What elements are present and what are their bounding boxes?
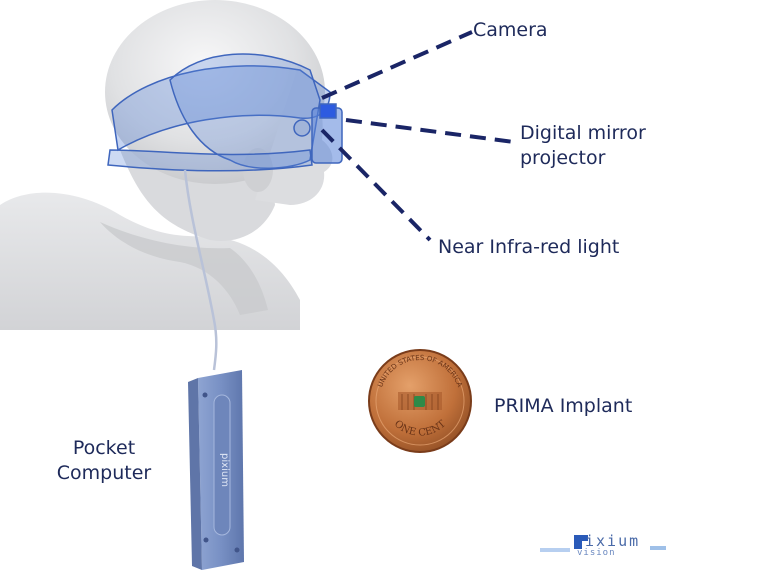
- head: [105, 0, 325, 184]
- cable: [183, 169, 218, 371]
- pocket-label-line1: Pocket: [72, 437, 136, 459]
- device-screw: [202, 392, 208, 398]
- nir-callout: [320, 128, 432, 242]
- camera-callout: [321, 30, 473, 100]
- camera-label: Camera: [473, 19, 548, 41]
- camera-body: [319, 103, 337, 119]
- mirror-label: Digital mirror projector: [520, 121, 646, 171]
- collar: [100, 222, 268, 315]
- callout-lines: [320, 30, 515, 242]
- logo-sub-text: vision: [577, 548, 616, 558]
- mirror-label-line2: projector: [520, 147, 606, 169]
- goggle-lower-strap: [107, 149, 313, 172]
- pixium-logo-graphic: [540, 535, 666, 552]
- device-screw: [234, 547, 240, 553]
- device-groove: [213, 394, 231, 536]
- penny: UNITED STATES OF AMERICA ONE CENT: [368, 349, 472, 453]
- pocket-computer-label: Pocket Computer: [49, 436, 159, 486]
- shoulders: [0, 192, 300, 330]
- prima-label: PRIMA Implant: [494, 395, 633, 417]
- mirror-label-line1: Digital mirror: [520, 122, 646, 144]
- pocket-computer: pixium: [188, 370, 244, 570]
- nir-label: Near Infra-red light: [438, 236, 620, 258]
- device-brand: pixium: [219, 453, 230, 487]
- goggle-frame: [169, 53, 321, 169]
- device-screw: [203, 537, 209, 543]
- logo-main-text: ixium: [585, 532, 641, 550]
- lens: [293, 119, 311, 137]
- pocket-label-line2: Computer: [56, 462, 152, 484]
- device-side: [188, 378, 202, 570]
- goggles-headset: [107, 53, 343, 172]
- coin-rim: [375, 356, 465, 446]
- prima-implant-chip: [414, 396, 425, 407]
- mirror-callout: [345, 118, 515, 144]
